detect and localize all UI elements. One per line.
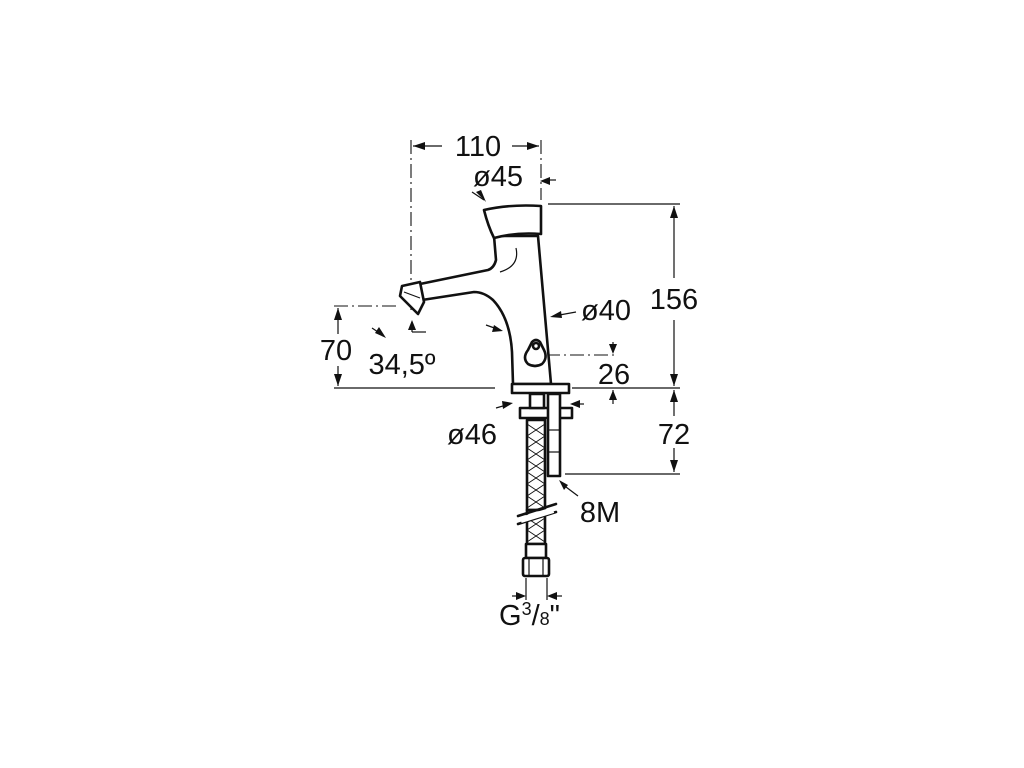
- hose-end-nut: [521, 556, 551, 578]
- dim-shank-length: 72: [658, 390, 690, 472]
- faucet-body: [398, 204, 571, 395]
- braided-hose-upper: [525, 418, 547, 512]
- connection-assembly: [516, 392, 574, 578]
- dim-body-diameter: ø40: [485, 295, 631, 332]
- center-lines: [334, 140, 618, 356]
- dim-width-total: 110: [413, 131, 539, 163]
- body-diameter-label: ø40: [581, 295, 631, 327]
- base-ring: [510, 382, 571, 395]
- lock-button-icon: [523, 338, 547, 368]
- extension-lines: [334, 203, 680, 475]
- spout-angle-label: 34,5º: [368, 349, 435, 381]
- dim-stud-thread: 8M: [559, 480, 620, 529]
- push-head: [482, 204, 543, 240]
- lock-button-hole: [531, 341, 541, 351]
- dim-base-diameter: ø46: [447, 400, 584, 451]
- body-highlight: [499, 247, 518, 273]
- threaded-stud: [546, 392, 562, 478]
- inlet-nut: [528, 392, 546, 410]
- hose-ferrule: [524, 542, 548, 560]
- dim-height-total: 156: [650, 206, 698, 386]
- faucet-body-outline: [418, 234, 553, 386]
- dim-button-height: 26: [598, 342, 630, 404]
- head-diameter-label: ø45: [473, 161, 523, 193]
- hose-braid-pattern: [526, 423, 546, 543]
- button-height-label: 26: [598, 359, 630, 391]
- spout-height-label: 70: [320, 335, 352, 367]
- dim-connection-thread: G3/8": [499, 578, 562, 632]
- spout-tip: [398, 280, 426, 316]
- fixing-washer: [518, 406, 574, 420]
- spout-aerator-line: [403, 291, 421, 299]
- connection-thread-label: G3/8": [499, 599, 560, 632]
- dim-spout-angle: 34,5º: [368, 320, 436, 381]
- hose-break-mark-1: [516, 502, 558, 518]
- shank-length-label: 72: [658, 419, 690, 451]
- dim-spout-height: 70: [320, 308, 352, 386]
- base-diameter-label: ø46: [447, 419, 497, 451]
- dim-head-diameter: ø45: [471, 161, 556, 202]
- height-total-label: 156: [650, 284, 698, 316]
- width-total-label: 110: [455, 131, 501, 163]
- stud-thread-label: 8M: [580, 497, 620, 529]
